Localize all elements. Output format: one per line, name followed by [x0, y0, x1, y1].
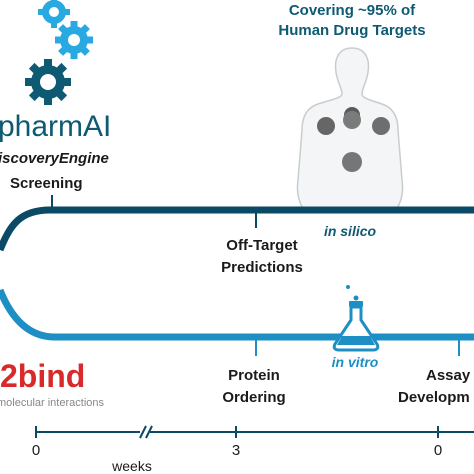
axis-break-mark	[139, 425, 147, 439]
gear-icon	[25, 59, 71, 105]
vitro-milestone-1-line2: Ordering	[222, 389, 285, 406]
vitro-track	[0, 288, 474, 341]
header-line1: Covering ~95% of	[289, 2, 416, 19]
axis-break-mark	[145, 425, 153, 439]
axis-unit-label: weeks	[111, 458, 152, 474]
vitro-milestone-1-line1: Protein	[228, 367, 280, 384]
gear-icon	[55, 21, 93, 59]
silico-track	[0, 206, 474, 252]
silico-milestone-line1: Off-Target	[226, 237, 297, 254]
brand-top-subtitle: Screening	[10, 175, 83, 192]
brand-top-product: iscoveryEngine	[0, 150, 109, 167]
axis-tick-label: 0	[32, 442, 40, 459]
brand-top-name: pharmAI	[0, 110, 111, 143]
silico-milestone-line2: Predictions	[221, 259, 303, 276]
flask-icon	[332, 285, 380, 352]
axis-tick-label: 3	[232, 442, 240, 459]
vitro-milestone-2-line1: Assay	[426, 367, 471, 384]
vitro-label: in vitro	[332, 354, 379, 370]
gear-icon	[38, 0, 70, 28]
brand-bottom-name: 2bind	[0, 358, 85, 394]
human-body-icon	[296, 47, 404, 211]
vitro-milestone-2-line2: Developm	[398, 389, 470, 406]
axis-tick-label: 0	[434, 442, 442, 459]
silico-label: in silico	[324, 223, 377, 239]
header-line2: Human Drug Targets	[278, 22, 425, 39]
brand-bottom-tagline: molecular interactions	[0, 397, 104, 409]
